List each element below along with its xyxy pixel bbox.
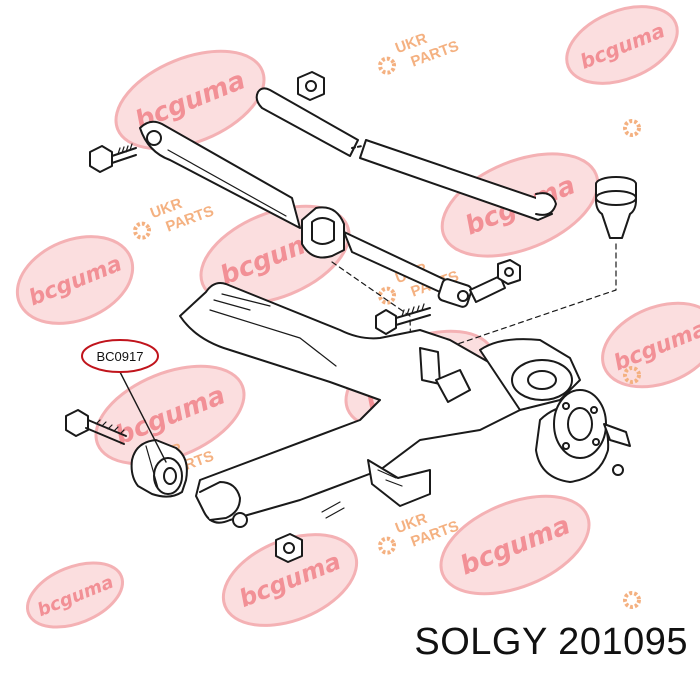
brand-watermark: bcguma	[565, 5, 679, 85]
track-rod	[255, 87, 557, 221]
brand-watermark: bcguma	[601, 301, 700, 389]
lower-bracket	[321, 459, 431, 519]
trailing-arm-body	[179, 282, 521, 528]
gear-icon	[378, 286, 397, 305]
bolt-lower-left	[65, 409, 127, 445]
wheel-hub	[479, 338, 631, 483]
brand-watermark: bcguma	[439, 494, 591, 596]
gear-icon	[623, 366, 641, 384]
guide-line	[439, 243, 617, 351]
lower-link	[343, 231, 506, 308]
brand-watermark: bcguma	[15, 235, 135, 325]
rubber-bushing-right	[595, 176, 637, 239]
product-label: SOLGY 201095	[414, 621, 688, 663]
partner-watermark: UKR PARTS	[378, 30, 461, 75]
upper-link-arm	[139, 120, 301, 229]
callout-ring	[81, 339, 159, 373]
part-callout[interactable]: BC0917	[81, 339, 159, 373]
nut-right	[497, 259, 521, 285]
callout-part-code: BC0917	[97, 349, 144, 364]
bolt-middle	[375, 303, 431, 335]
watermark-layer: bcguma bcguma bcguma bcguma bcguma bcgum…	[15, 5, 700, 629]
gear-icon	[623, 591, 641, 609]
bolt-top-left	[89, 143, 137, 173]
gear-icon	[623, 119, 641, 137]
brand-watermark: bcguma	[221, 533, 359, 627]
brand-watermark: bcguma	[25, 561, 125, 629]
nut-bottom	[275, 533, 303, 563]
gear-icon	[133, 221, 152, 240]
partner-watermark: UKR PARTS	[133, 195, 216, 240]
gear-icon	[378, 536, 397, 555]
line-drawing	[65, 71, 637, 563]
bushing-bc0917	[130, 439, 188, 498]
gear-icon	[378, 56, 397, 75]
nut-top	[297, 71, 325, 101]
callout-leader-line	[119, 371, 167, 463]
center-bushing	[301, 206, 345, 259]
